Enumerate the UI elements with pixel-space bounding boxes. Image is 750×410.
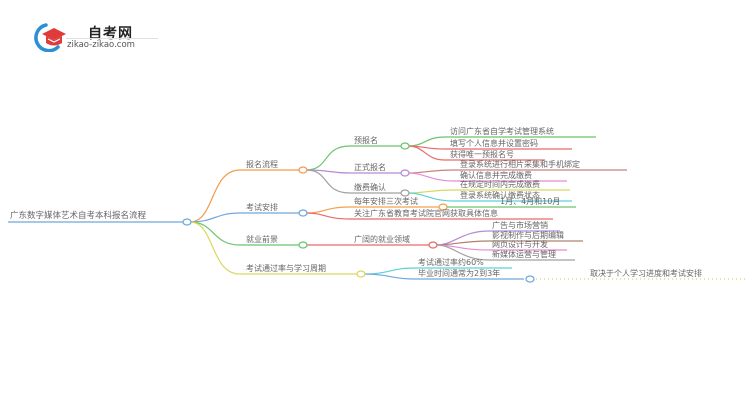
node-three-exams[interactable]: 每年安排三次考试	[354, 197, 418, 206]
leaf-photo-phone[interactable]: 登录系统进行相片采集和手机绑定	[460, 160, 580, 169]
leaf-depends-on-progress[interactable]: 取决于个人学习进度和考试安排	[590, 269, 702, 278]
leaf-exam-months[interactable]: 1月、4月和10月	[500, 197, 561, 206]
mindmap-root[interactable]: 广东数字媒体艺术自考本科报名流程	[10, 211, 147, 221]
node-graduation-time[interactable]: 毕业时间通常为2到3年	[418, 269, 501, 278]
branch-exam-schedule[interactable]: 考试安排	[246, 203, 278, 212]
logo-divider	[66, 38, 158, 39]
logo-subtitle: zikao-zikao.com	[67, 40, 135, 50]
leaf-pass-rate[interactable]: 考试通过率约60%	[418, 258, 484, 267]
leaf-fill-info[interactable]: 填写个人信息并设置密码	[450, 139, 538, 148]
branch-pass-rate-study-period[interactable]: 考试通过率与学习周期	[246, 264, 326, 273]
leaf-visit-system[interactable]: 访问广东省自学考试管理系统	[450, 127, 554, 136]
leaf-check-pay-status[interactable]: 登录系统确认缴费状态	[460, 191, 540, 200]
node-formal-registration[interactable]: 正式报名	[354, 163, 386, 172]
leaf-film-editing[interactable]: 影视制作与后期编辑	[492, 231, 564, 240]
branch-career-prospects[interactable]: 就业前景	[246, 235, 278, 244]
node-employment-fields[interactable]: 广阔的就业领域	[354, 235, 410, 244]
leaf-confirm-pay[interactable]: 确认信息并完成缴费	[460, 171, 532, 180]
node-pre-registration[interactable]: 预报名	[354, 136, 378, 145]
node-root	[182, 218, 192, 226]
branch-registration-process[interactable]: 报名流程	[246, 160, 278, 169]
site-logo[interactable]: 自考网 zikao-zikao.com	[28, 20, 158, 56]
graduation-cap-icon	[34, 23, 66, 52]
node-payment-confirmation[interactable]: 缴费确认	[354, 183, 386, 192]
leaf-advertising-marketing[interactable]: 广告与市场营销	[492, 221, 548, 230]
leaf-follow-official-site[interactable]: 关注广东省教育考试院官网获取具体信息	[354, 209, 498, 218]
leaf-new-media[interactable]: 新媒体运营与管理	[492, 250, 556, 259]
leaf-get-pre-id[interactable]: 获得唯一预报名号	[450, 150, 514, 159]
leaf-web-design[interactable]: 网页设计与开发	[492, 240, 548, 249]
leaf-pay-on-time[interactable]: 在规定时间内完成缴费	[460, 180, 540, 189]
